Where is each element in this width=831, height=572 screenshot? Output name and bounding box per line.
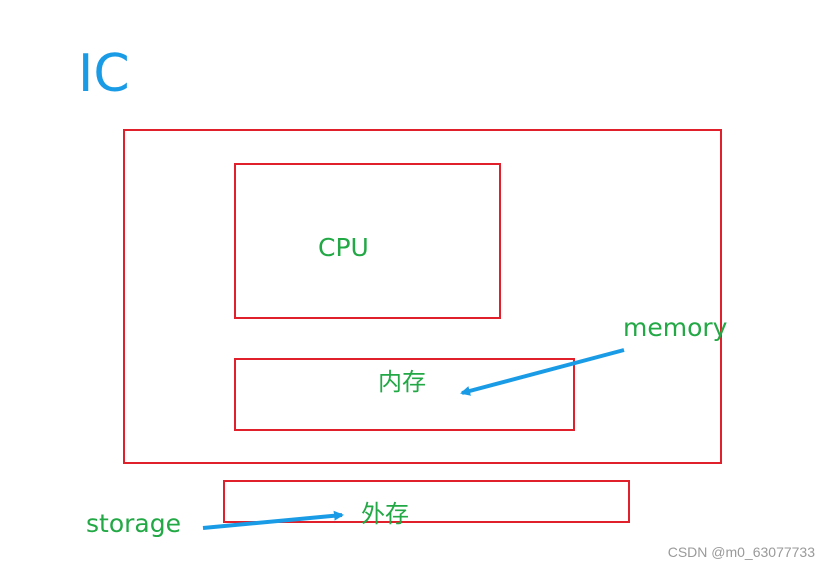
storage-box: [223, 480, 630, 523]
memory-box: [234, 358, 575, 431]
storage-annotation: storage: [86, 509, 181, 538]
watermark: CSDN @m0_63077733: [667, 544, 815, 560]
cpu-box: [234, 163, 501, 319]
storage-arrow: [202, 510, 344, 530]
storage-label-cn: 外存: [361, 500, 409, 528]
memory-arrow: [460, 348, 625, 396]
memory-annotation: memory: [623, 313, 728, 342]
ic-outer-box: [123, 129, 722, 464]
diagram-title: IC: [78, 44, 130, 104]
cpu-label: CPU: [318, 233, 369, 262]
memory-label-cn: 内存: [378, 368, 426, 396]
